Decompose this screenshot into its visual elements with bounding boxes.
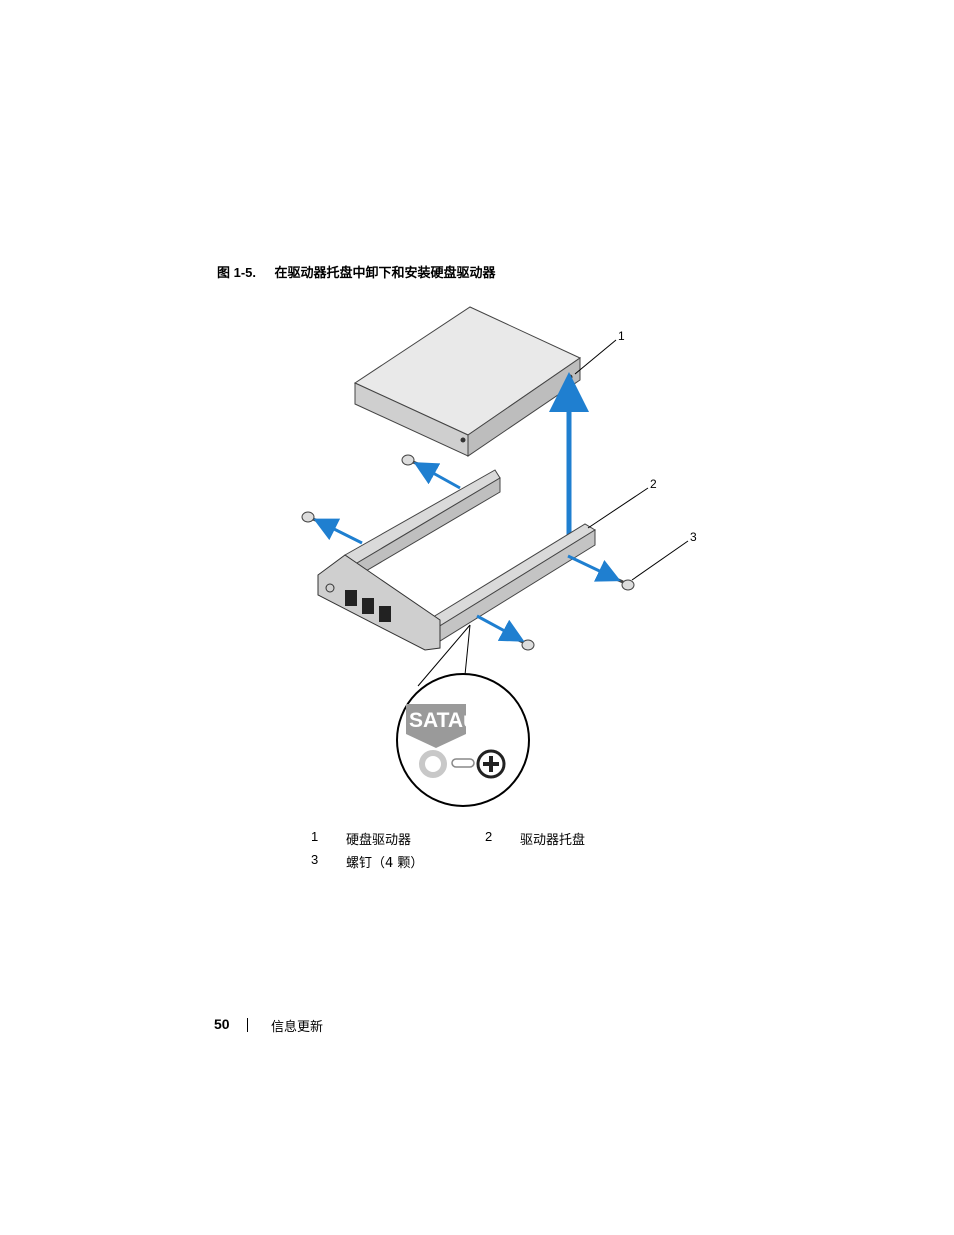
lock-unlock-icon [419,749,506,779]
legend-num-2: 2 [485,829,493,844]
callout-3: 3 [690,530,697,544]
legend-text-1: 硬盘驱动器 [346,833,412,848]
zoom-inset: SATAu [396,624,530,807]
figure-title: 在驱动器托盘中卸下和安装硬盘驱动器 [274,266,496,281]
page-number: 50 [214,1016,230,1032]
screw-arrows [313,462,621,642]
hard-drive-icon [353,306,582,457]
footer-separator [247,1018,248,1032]
inset-label: SATAu [409,709,476,732]
legend-text-2: 驱动器托盘 [520,833,586,848]
drive-tray-icon [317,469,596,651]
callout-2: 2 [650,477,657,491]
screw-icon [301,454,635,651]
legend-num-1: 1 [311,829,319,844]
figure-caption: 图 1-5. 在驱动器托盘中卸下和安装硬盘驱动器 [217,262,496,281]
callout-leaders [574,339,689,581]
section-title: 信息更新 [271,1020,324,1035]
legend-text-3: 螺钉（4 颗） [346,856,424,871]
callout-1: 1 [618,329,625,343]
figure-number: 图 1-5. [217,265,257,280]
legend-num-3: 3 [311,852,319,867]
